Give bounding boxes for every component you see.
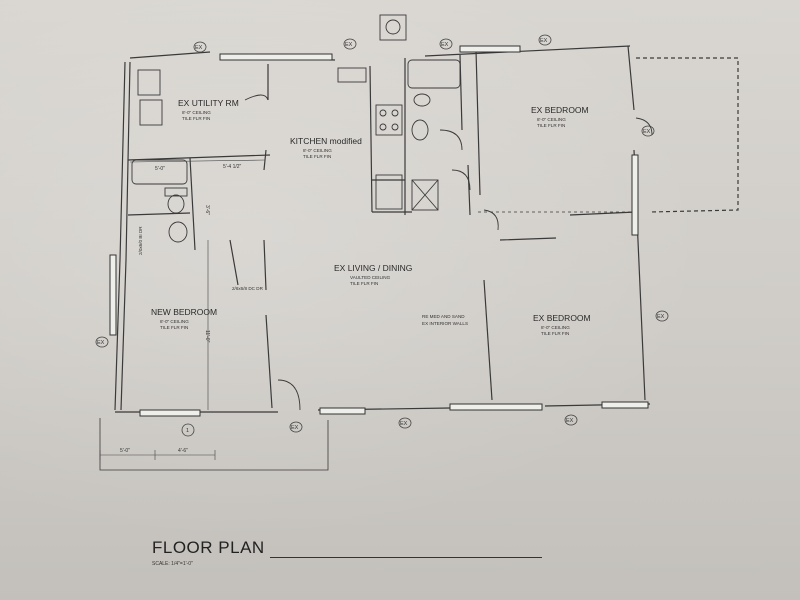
- section-tag-label: 1: [186, 428, 189, 434]
- title-underline: [270, 557, 542, 558]
- ex-tag-label: EX: [345, 42, 353, 48]
- room-newbed-floor: TILE FLR FIN: [160, 325, 188, 330]
- window-newbed-bottom: [139, 409, 201, 417]
- toilet-2: [167, 194, 185, 214]
- burner: [391, 123, 399, 131]
- dimension-label: 3'-6": [204, 205, 210, 215]
- deck-outline: [636, 57, 739, 213]
- room-newbed-name: NEW BEDROOM: [151, 307, 217, 317]
- porch-outline: [99, 418, 329, 471]
- ex-tag-label: EX: [400, 421, 408, 427]
- dimension-label: 5'-0": [120, 448, 130, 454]
- dimension-label: 5'-4 1/2": [223, 164, 242, 170]
- room-kitchen-name: KITCHEN modified: [290, 136, 362, 146]
- exterior-wall-left-inner: [120, 61, 131, 411]
- room-bedroom-br-ceiling: 8'-0" CEILING: [541, 325, 570, 330]
- bathtub-1: [407, 59, 461, 89]
- burner: [379, 123, 387, 131]
- door-swing: [244, 94, 269, 101]
- dimension-label: 5'-0": [155, 166, 165, 172]
- exterior-wall-top: [129, 45, 631, 61]
- washer: [137, 69, 161, 96]
- ex-tag-label: EX: [441, 42, 449, 48]
- room-bedroom-tr-floor: TILE FLR FIN: [537, 123, 565, 128]
- shower: [411, 179, 439, 211]
- drawing-title: FLOOR PLAN: [152, 538, 265, 557]
- interior-wall-kitchen-left: [263, 64, 269, 171]
- interior-wall-living-right: [483, 279, 493, 401]
- window-top-1: [219, 53, 333, 61]
- toilet-2-tank: [164, 187, 188, 197]
- stove: [375, 104, 403, 136]
- title-block: FLOOR PLAN SCALE: 1/4"=1'-0": [152, 538, 542, 567]
- shower-x: [411, 179, 439, 211]
- ex-tag-label: EX: [97, 340, 105, 346]
- window-top-2: [459, 45, 521, 53]
- dimension-line: [129, 159, 266, 163]
- exterior-wall-left: [114, 61, 126, 411]
- lavatory-2: [168, 221, 188, 243]
- window-bottom-1: [319, 407, 366, 415]
- room-bedroom-tr-ceiling: 8'-0" CEILING: [537, 117, 566, 122]
- room-kitchen-ceiling: 8'-0" CEILING: [303, 148, 332, 153]
- sink: [337, 67, 367, 83]
- window-left: [109, 254, 117, 336]
- dimension-line: [99, 450, 216, 460]
- room-bedroom-br-floor: TILE FLR FIN: [541, 331, 569, 336]
- note-closet-door: 2/6x6/8 DC DR: [232, 286, 264, 291]
- interior-wall-bath: [459, 54, 471, 216]
- lavatory: [411, 119, 429, 141]
- room-living-name: EX LIVING / DINING: [334, 263, 412, 273]
- room-kitchen-floor: TILE FLR FIN: [303, 154, 331, 159]
- note-walls-1: RE MED AND SAND: [422, 314, 465, 319]
- ex-tag-label: EX: [540, 38, 548, 44]
- room-living-ceiling: VAULTED CEILING: [350, 275, 391, 280]
- note-closet: 2/0x6/0 BI DR: [138, 226, 143, 255]
- toilet: [413, 93, 431, 107]
- room-bedroom-tr-name: EX BEDROOM: [531, 105, 589, 115]
- drawing-scale: SCALE: 1/4"=1'-0": [152, 561, 193, 567]
- door-swing: [439, 129, 463, 151]
- window-right: [631, 154, 639, 236]
- room-newbed-ceiling: 8'-0" CEILING: [160, 319, 189, 324]
- chimney: [379, 14, 407, 41]
- window-bottom-2: [449, 403, 543, 411]
- room-utility-ceiling: 8'-0" CEILING: [182, 110, 211, 115]
- ex-tag-label: EX: [291, 425, 299, 431]
- ex-tag-label: EX: [195, 45, 203, 51]
- ex-tag-label: EX: [657, 314, 665, 320]
- room-living-floor: TILE FLR FIN: [350, 281, 378, 286]
- door-swing: [277, 379, 301, 411]
- note-walls-2: EX INTERIOR WALLS: [422, 321, 468, 326]
- interior-wall-newbed-top: [127, 154, 271, 216]
- door-swing: [451, 169, 471, 191]
- window-bottom-3: [601, 401, 649, 409]
- room-bedroom-br-name: EX BEDROOM: [533, 313, 591, 323]
- room-utility-floor: TILE FLR FIN: [182, 116, 210, 121]
- bathtub-2: [131, 159, 188, 185]
- ex-tag-label: EX: [643, 129, 651, 135]
- door-swing: [483, 209, 499, 231]
- dimension-label: 11'-0": [204, 330, 210, 343]
- room-utility-name: EX UTILITY RM: [178, 98, 239, 108]
- fridge: [375, 174, 403, 210]
- kitchen-counter: [369, 65, 412, 213]
- chimney-flue: [385, 19, 401, 35]
- ex-tag-label: EX: [566, 418, 574, 424]
- burner: [391, 109, 399, 117]
- dryer: [139, 99, 163, 126]
- interior-wall-bedroom-top: [475, 49, 637, 241]
- ex-tags: [95, 34, 669, 437]
- interior-wall-closet: [189, 157, 239, 286]
- dimension-label: 4'-6": [178, 448, 188, 454]
- door-swing: [635, 117, 653, 136]
- interior-wall-newbed-right: [263, 239, 273, 409]
- burner: [379, 109, 387, 117]
